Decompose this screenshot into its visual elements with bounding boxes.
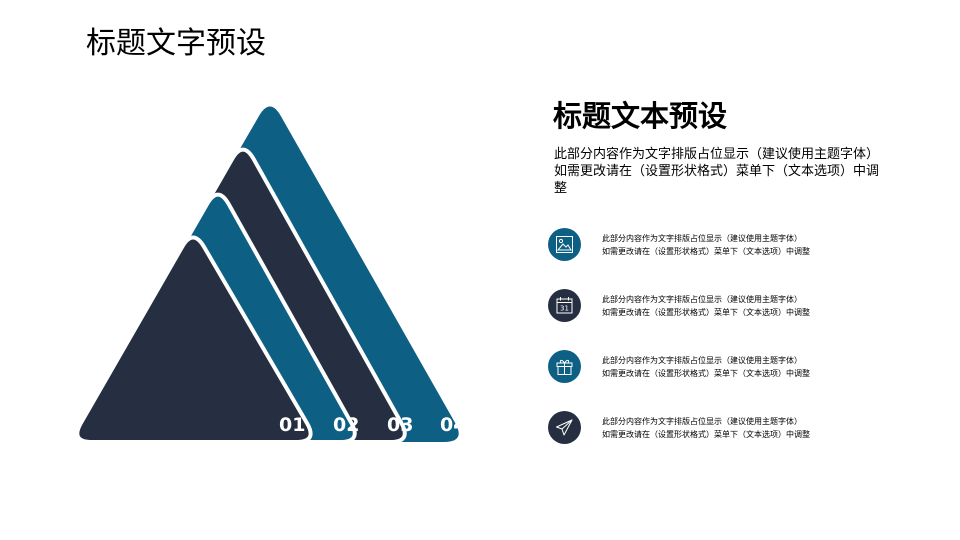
diagram-label-01: 01: [279, 414, 306, 436]
pyramid-layer-1: [75, 235, 313, 444]
list-item: 此部分内容作为文字排版占位显示（建议使用主题字体） 如需更改请在（设置形状格式）菜…: [548, 228, 868, 262]
content-heading: 标题文本预设: [553, 99, 728, 133]
diagram-label-02: 02: [333, 414, 360, 436]
calendar-icon: 31: [548, 289, 581, 322]
list-item: 31 此部分内容作为文字排版占位显示（建议使用主题字体） 如需更改请在（设置形状格…: [548, 289, 868, 323]
item-line-1: 此部分内容作为文字排版占位显示（建议使用主题字体）: [602, 234, 802, 243]
image-icon: [548, 228, 581, 261]
content-description: 此部分内容作为文字排版占位显示（建议使用主题字体）如需更改请在（设置形状格式）菜…: [554, 147, 880, 196]
list-item: 此部分内容作为文字排版占位显示（建议使用主题字体） 如需更改请在（设置形状格式）菜…: [548, 350, 868, 384]
list-item: 此部分内容作为文字排版占位显示（建议使用主题字体） 如需更改请在（设置形状格式）菜…: [548, 411, 868, 445]
item-line-2: 如需更改请在（设置形状格式）菜单下（文本选项）中调整: [602, 369, 810, 378]
item-line-2: 如需更改请在（设置形状格式）菜单下（文本选项）中调整: [602, 308, 810, 317]
diagram-label-03: 03: [387, 414, 414, 436]
item-line-1: 此部分内容作为文字排版占位显示（建议使用主题字体）: [602, 417, 802, 426]
calendar-day: 31: [560, 305, 569, 313]
item-line-2: 如需更改请在（设置形状格式）菜单下（文本选项）中调整: [602, 247, 810, 256]
slide-title: 标题文字预设: [86, 26, 266, 61]
item-line-2: 如需更改请在（设置形状格式）菜单下（文本选项）中调整: [602, 430, 810, 439]
item-line-1: 此部分内容作为文字排版占位显示（建议使用主题字体）: [602, 356, 802, 365]
item-line-1: 此部分内容作为文字排版占位显示（建议使用主题字体）: [602, 295, 802, 304]
diagram-label-04: 04: [440, 414, 467, 436]
gift-icon: [548, 350, 581, 383]
paper-plane-icon: [548, 411, 581, 444]
